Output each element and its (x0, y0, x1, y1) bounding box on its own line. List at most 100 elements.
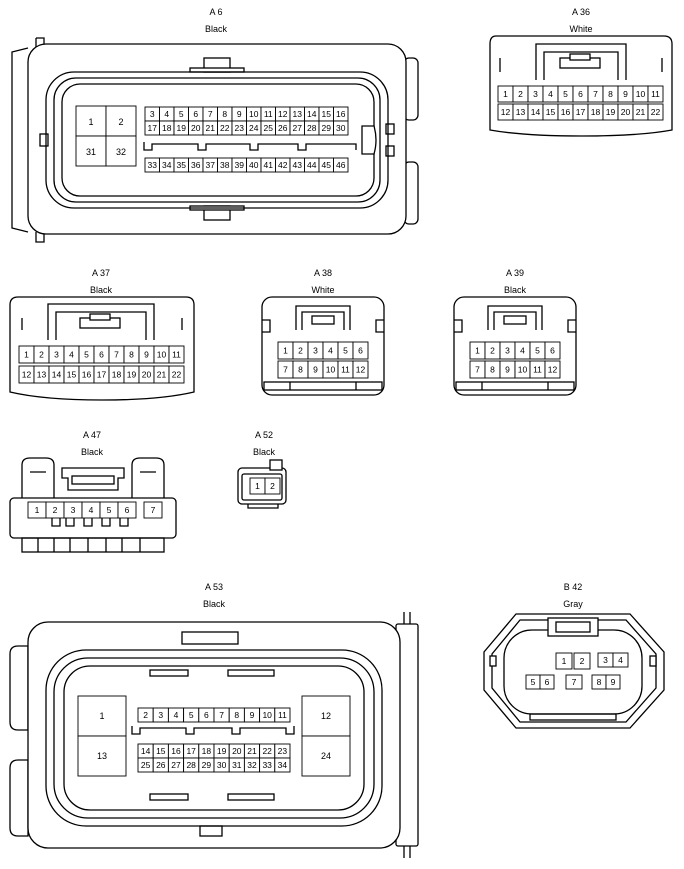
pin-label: 7 (114, 350, 119, 360)
pin-label: 24 (249, 123, 259, 133)
pin-label: 18 (591, 107, 601, 117)
pin-cell (352, 360, 369, 379)
pin-label: 45 (322, 160, 332, 170)
pin-label: 15 (546, 107, 556, 117)
pin-label: 41 (264, 160, 274, 170)
pin-label: 7 (151, 505, 156, 515)
pin-cell (75, 105, 107, 137)
pin-label: 19 (606, 107, 616, 117)
pin-label: 8 (490, 365, 495, 375)
pin-label: 1 (283, 346, 288, 356)
pin-label: 6 (550, 346, 555, 356)
connector-a39-name: A 39 (506, 268, 524, 278)
pin-label: 18 (112, 370, 122, 380)
pin-label: 4 (618, 655, 623, 665)
pin-label: 7 (475, 365, 480, 375)
pin-label: 11 (264, 109, 273, 119)
pin-label: 37 (206, 160, 216, 170)
pin-cell (75, 135, 107, 167)
pin-cell (612, 652, 629, 668)
pin-label: 13 (293, 109, 303, 119)
pin-label: 19 (127, 370, 137, 380)
pin-label: 6 (99, 350, 104, 360)
pin-label: 6 (193, 109, 198, 119)
pin-label: 15 (67, 370, 77, 380)
connector-a6-color: Black (205, 24, 228, 34)
pin-label: 4 (174, 710, 179, 720)
pin-label: 10 (636, 89, 646, 99)
pin-cell (352, 341, 369, 360)
pin-label: 33 (262, 760, 272, 770)
pin-label: 2 (118, 117, 123, 127)
connector-b42-name: B 42 (564, 582, 583, 592)
pin-label: 20 (621, 107, 631, 117)
pin-cell (301, 735, 351, 777)
pin-cell (274, 707, 291, 723)
pin-label: 1 (24, 350, 29, 360)
pin-label: 33 (148, 160, 158, 170)
pin-label: 2 (53, 505, 58, 515)
pin-label: 8 (298, 365, 303, 375)
pin-label: 35 (177, 160, 187, 170)
pin-cell (301, 695, 351, 737)
connector-a38-color: White (311, 285, 334, 295)
pin-label: 43 (293, 160, 303, 170)
pin-label: 2 (298, 346, 303, 356)
pin-label: 34 (162, 160, 172, 170)
pin-label: 2 (580, 656, 585, 666)
pin-label: 32 (247, 760, 257, 770)
pin-cell (647, 85, 664, 103)
pin-label: 12 (22, 370, 32, 380)
connector-a52-name: A 52 (255, 430, 273, 440)
pin-label: 7 (283, 365, 288, 375)
pin-label: 13 (516, 107, 526, 117)
pin-label: 4 (548, 89, 553, 99)
connector-a39-color: Black (504, 285, 527, 295)
pin-label: 3 (71, 505, 76, 515)
pin-label: 26 (278, 123, 288, 133)
pin-label: 21 (247, 746, 257, 756)
pin-label: 17 (186, 746, 196, 756)
pin-label: 13 (97, 751, 107, 761)
pin-label: 10 (262, 710, 272, 720)
pin-label: 11 (533, 365, 542, 375)
connector-a52-color: Black (253, 447, 276, 457)
pin-label: 8 (234, 710, 239, 720)
a53-big-pins: 1 12 13 24 (77, 695, 351, 777)
pin-label: 3 (54, 350, 59, 360)
pin-label: 9 (237, 109, 242, 119)
pin-label: 21 (206, 123, 216, 133)
pin-label: 28 (186, 760, 196, 770)
pin-label: 27 (171, 760, 181, 770)
pin-label: 1 (562, 656, 567, 666)
pin-label: 23 (278, 746, 288, 756)
connector-a37-name: A 37 (92, 268, 110, 278)
pin-label: 2 (143, 710, 148, 720)
pin-label: 16 (336, 109, 346, 119)
pin-label: 38 (220, 160, 230, 170)
pin-label: 5 (84, 350, 89, 360)
pin-cell (117, 501, 137, 519)
pin-label: 30 (217, 760, 227, 770)
pin-label: 20 (142, 370, 152, 380)
connector-a37-color: Black (90, 285, 113, 295)
pin-label: 40 (249, 160, 259, 170)
pin-cell (647, 103, 664, 121)
pin-label: 1 (475, 346, 480, 356)
pin-label: 5 (189, 710, 194, 720)
pin-cell (105, 105, 137, 137)
pin-label: 11 (278, 710, 287, 720)
pin-label: 3 (533, 89, 538, 99)
pin-label: 6 (358, 346, 363, 356)
pin-label: 32 (116, 147, 126, 157)
pin-label: 7 (572, 677, 577, 687)
pin-label: 29 (322, 123, 332, 133)
pin-label: 6 (578, 89, 583, 99)
